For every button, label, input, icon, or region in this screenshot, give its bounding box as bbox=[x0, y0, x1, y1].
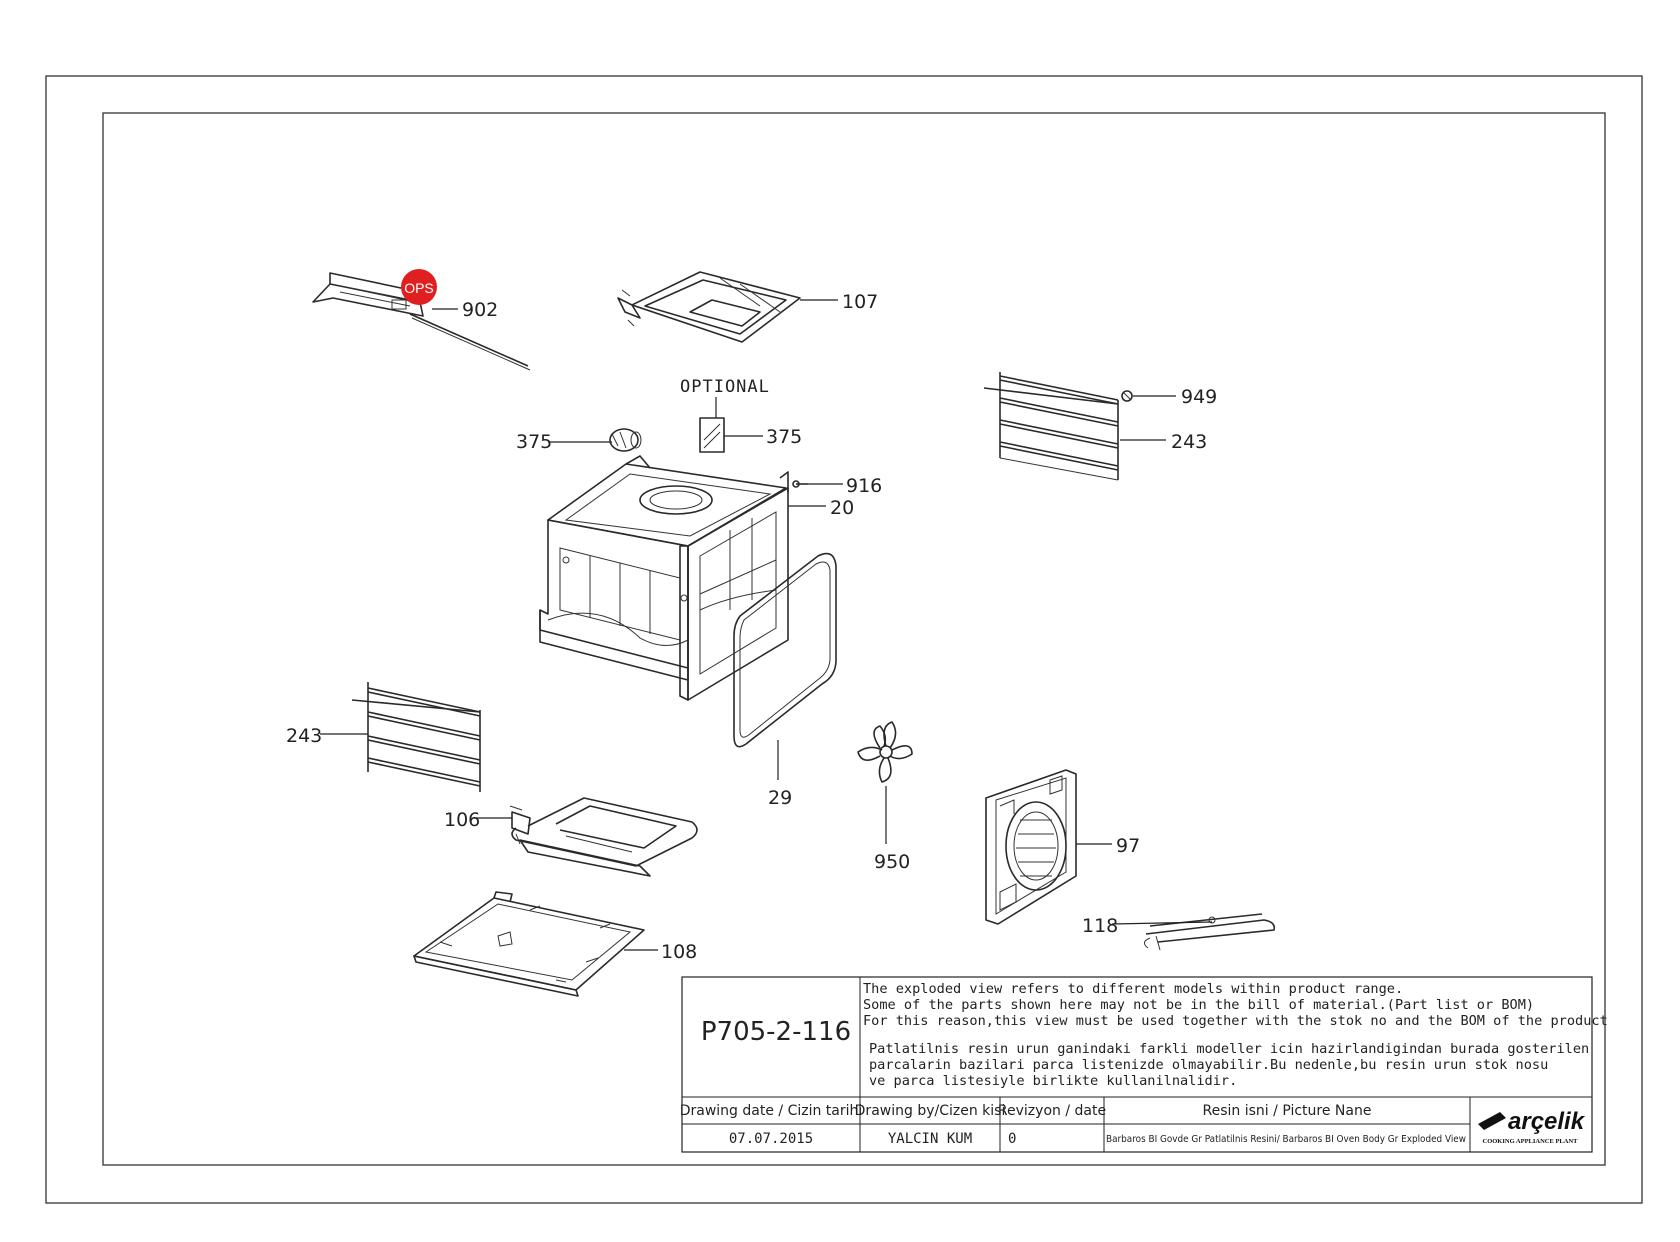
part-106-bottom-element bbox=[509, 797, 698, 877]
optional-label: OPTIONAL bbox=[680, 377, 770, 397]
label-106: 106 bbox=[444, 809, 480, 831]
label-375-left: 375 bbox=[516, 431, 552, 453]
header-picture-name: Resin isni / Picture Nane bbox=[1203, 1103, 1372, 1119]
part-20-oven-cavity bbox=[539, 455, 789, 701]
value-revision: 0 bbox=[1008, 1131, 1016, 1147]
header-drawing-date: Drawing date / Cizin tarihi bbox=[680, 1103, 863, 1119]
label-97: 97 bbox=[1116, 835, 1140, 857]
header-drawn-by: Drawing by/Cizen kisi bbox=[855, 1103, 1006, 1119]
label-118: 118 bbox=[1082, 915, 1118, 937]
label-950: 950 bbox=[874, 851, 910, 873]
part-29-door-gasket bbox=[733, 552, 837, 748]
ops-badge-label: OPS bbox=[404, 280, 434, 296]
part-118-ring-element bbox=[1144, 913, 1276, 951]
label-29: 29 bbox=[768, 787, 792, 809]
outer-frame bbox=[45, 75, 1643, 1204]
label-243-left: 243 bbox=[286, 725, 322, 747]
label-949: 949 bbox=[1181, 386, 1217, 408]
ops-badge bbox=[401, 269, 437, 305]
brand-name: arçelik bbox=[1508, 1108, 1586, 1135]
note-tr-1: Patlatilnis resin urun ganindaki farkli … bbox=[869, 1041, 1589, 1057]
part-97-rear-panel bbox=[985, 769, 1077, 925]
title-block bbox=[681, 976, 1593, 1153]
value-picture-name: Barbaros BI Govde Gr Patlatilnis Resini/… bbox=[1106, 1134, 1466, 1145]
note-tr-3: ve parca listesiyle birlikte kullanilnal… bbox=[869, 1073, 1237, 1089]
part-107-grill-element bbox=[617, 271, 801, 343]
value-drawn-by: YALCIN KUM bbox=[888, 1131, 972, 1147]
part-916-screw bbox=[792, 480, 808, 488]
header-revision: Revizyon / date bbox=[998, 1103, 1106, 1119]
note-en-1: The exploded view refers to different mo… bbox=[863, 981, 1403, 997]
note-tr-2: parcalarin bazilari parca listenizde olm… bbox=[869, 1057, 1548, 1073]
note-en-3: For this reason,this view must be used t… bbox=[863, 1013, 1608, 1029]
note-en-2: Some of the parts shown here may not be … bbox=[863, 997, 1534, 1013]
brand-subtitle: COOKING APPLIANCE PLANT bbox=[1483, 1138, 1579, 1145]
label-902: 902 bbox=[462, 299, 498, 321]
part-950-fan-blade bbox=[857, 721, 913, 783]
part-949-screw bbox=[1121, 390, 1133, 402]
drawing-code: P705-2-116 bbox=[701, 1017, 851, 1047]
label-108: 108 bbox=[661, 941, 697, 963]
part-375-lamp bbox=[609, 428, 642, 452]
part-375-optional-glass bbox=[699, 417, 725, 453]
label-916: 916 bbox=[846, 475, 882, 497]
part-108-bottom-plate bbox=[413, 891, 645, 997]
part-243-right-runner bbox=[983, 372, 1119, 481]
label-20: 20 bbox=[830, 497, 854, 519]
label-107: 107 bbox=[842, 291, 878, 313]
arcelik-logo-icon bbox=[1478, 1112, 1506, 1130]
label-375-right: 375 bbox=[766, 426, 802, 448]
value-drawing-date: 07.07.2015 bbox=[729, 1131, 813, 1147]
inner-frame bbox=[102, 112, 1606, 1166]
label-243-right: 243 bbox=[1171, 431, 1207, 453]
part-243-left-runner bbox=[351, 682, 481, 792]
